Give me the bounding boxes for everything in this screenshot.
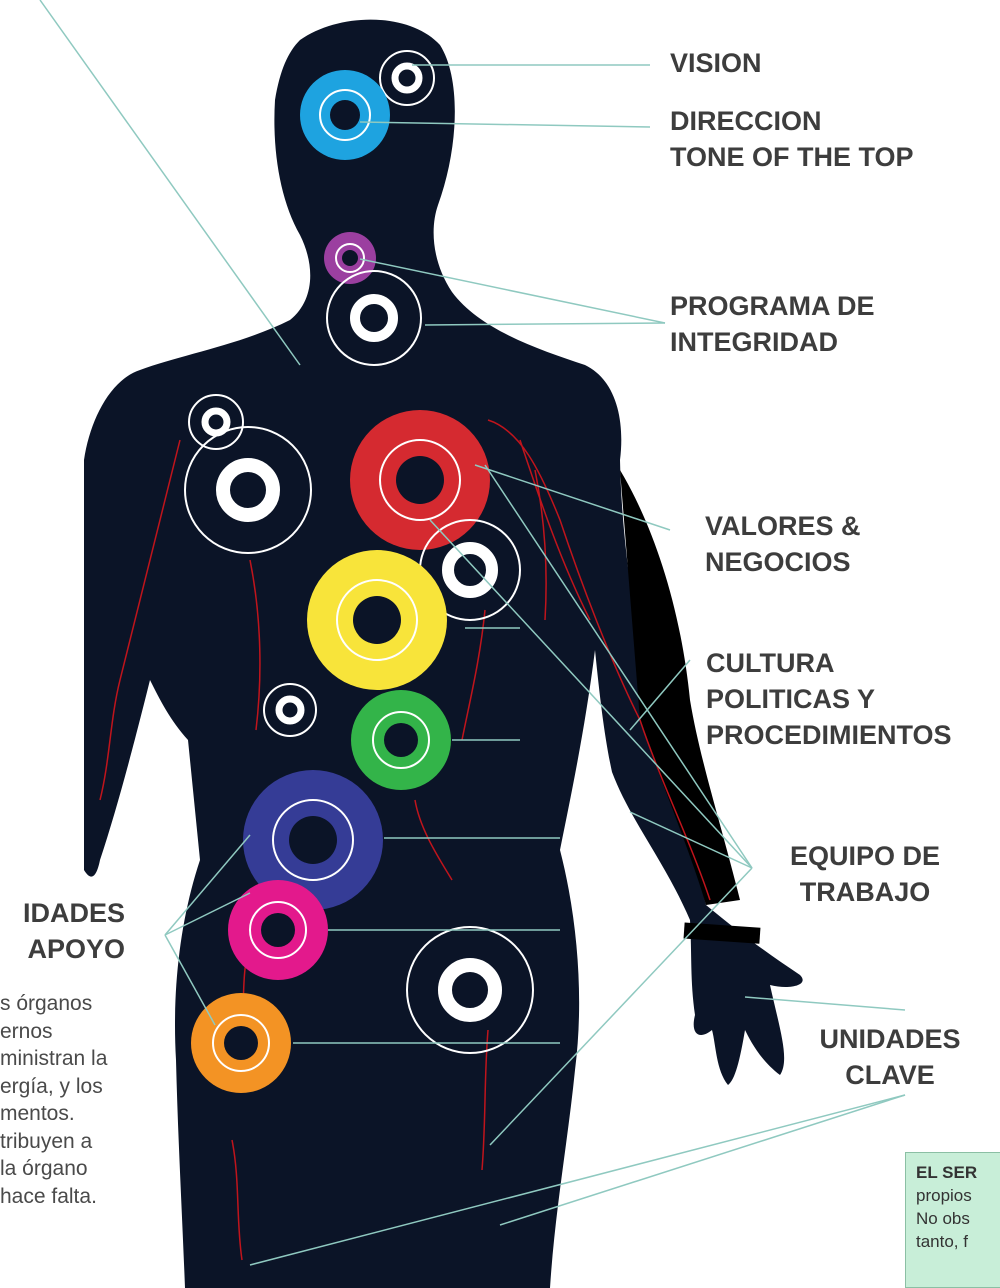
note-line: No obs	[916, 1207, 1000, 1230]
label-unidades-apoyo-line1: IDADES	[0, 895, 125, 931]
label-programa-line2: INTEGRIDAD	[670, 324, 838, 360]
note-line: propios	[916, 1184, 1000, 1207]
torso-shape	[84, 20, 803, 1288]
label-programa-line1: PROGRAMA DE	[670, 288, 875, 324]
label-vision: VISION	[670, 45, 762, 81]
label-cultura-line1: CULTURA	[706, 645, 834, 681]
label-direccion: DIRECCION	[670, 103, 822, 139]
support-text-line: mentos.	[0, 1100, 140, 1128]
label-tone-of-the-top: TONE OF THE TOP	[670, 139, 914, 175]
label-valores-line2: NEGOCIOS	[705, 544, 851, 580]
ring-direccion	[300, 70, 390, 160]
note-lead: EL SER	[916, 1161, 1000, 1184]
label-cultura-line3: PROCEDIMIENTOS	[706, 717, 952, 753]
support-text-line: tribuyen a	[0, 1128, 140, 1156]
support-text-line: la órgano	[0, 1155, 140, 1183]
label-valores-line1: VALORES &	[705, 508, 861, 544]
label-unidades-clave-line1: UNIDADES	[800, 1021, 980, 1057]
ring-programa-small	[324, 232, 376, 284]
support-text-line: ernos	[0, 1018, 140, 1046]
ring-valores	[350, 410, 490, 550]
label-cultura-line2: POLITICAS Y	[706, 681, 875, 717]
note-line: tanto, f	[916, 1230, 1000, 1253]
support-text-line: ministran la	[0, 1045, 140, 1073]
ring-magenta	[228, 880, 328, 980]
support-text-line: hace falta.	[0, 1183, 140, 1211]
human-silhouette	[84, 20, 803, 1288]
label-unidades-apoyo-line2: APOYO	[0, 931, 125, 967]
label-unidades-clave-line2: CLAVE	[800, 1057, 980, 1093]
ring-yellow	[307, 550, 447, 690]
label-equipo-line2: TRABAJO	[755, 874, 975, 910]
support-text-line: s órganos	[0, 990, 140, 1018]
ring-green	[351, 690, 451, 790]
unidades-apoyo-heading: IDADES APOYO	[0, 895, 140, 985]
label-equipo-line1: EQUIPO DE	[755, 838, 975, 874]
note-box: EL SER propios No obs tanto, f	[905, 1152, 1000, 1288]
support-text-line: ergía, y los	[0, 1073, 140, 1101]
unidades-apoyo-description: s órganos ernos ministran la ergía, y lo…	[0, 990, 140, 1260]
